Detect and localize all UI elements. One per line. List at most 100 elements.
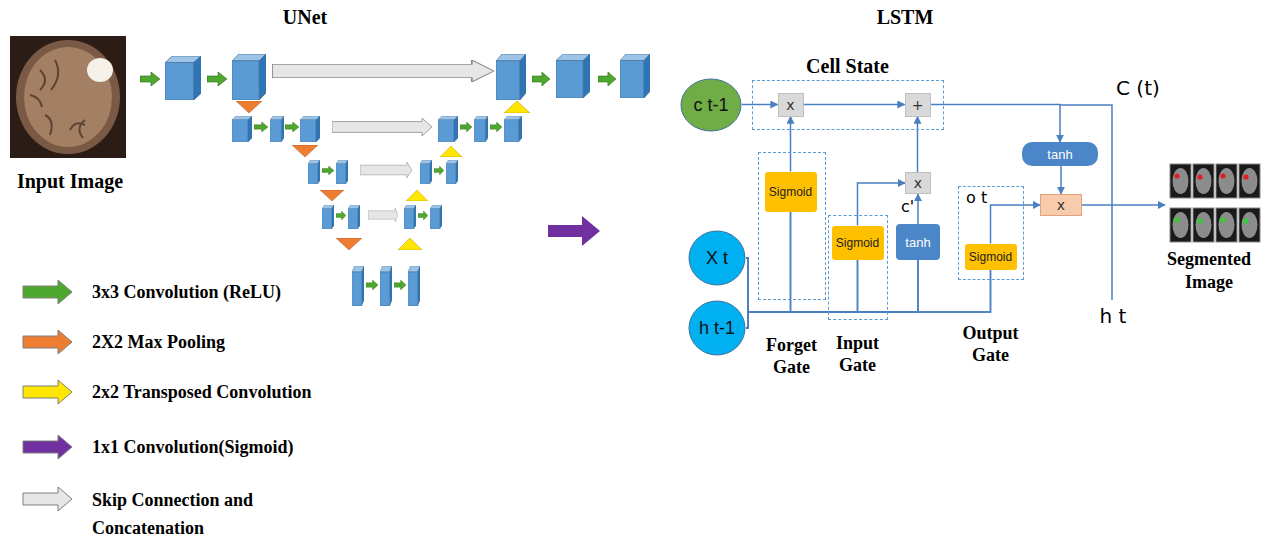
text-label: h t: [1098, 304, 1128, 328]
node-label: x: [786, 97, 794, 113]
legend-swatch: [22, 329, 74, 355]
feature-map: [420, 160, 432, 184]
node-label: tanh: [905, 235, 930, 250]
pool-arrow: [336, 238, 362, 250]
node-label: x: [1057, 197, 1065, 213]
node-label: Sigmoid: [836, 236, 879, 250]
gate-group: Output GateSigmoid: [958, 186, 1024, 280]
connector: [917, 117, 919, 173]
text-label: LSTM: [865, 6, 945, 29]
transition-arrow: [548, 216, 600, 246]
feature-map: [308, 160, 320, 184]
sigmoid-box: Sigmoid: [965, 244, 1017, 270]
text-label: C (t): [1116, 76, 1160, 100]
slice: [1170, 208, 1191, 242]
tumor-mark: [1220, 173, 1225, 178]
legend-arrow: [23, 487, 72, 511]
sigmoid-box: Sigmoid: [832, 226, 884, 260]
slice: [1170, 164, 1191, 198]
upconv-arrow: [398, 238, 422, 250]
segmented-images: [1170, 164, 1260, 242]
feature-map: [474, 116, 488, 142]
legend-text: 2x2 Transposed Convolution: [92, 380, 311, 404]
image-ground: [10, 36, 126, 158]
node-label: +: [912, 97, 924, 113]
conv-arrow: [207, 72, 227, 86]
text-label: Input Image: [8, 170, 132, 193]
tumor: [87, 58, 113, 82]
feature-map: [232, 54, 266, 100]
mri-image: [10, 36, 126, 158]
hidden-wire: [1082, 204, 1112, 206]
connector: [746, 260, 858, 329]
legend-arrow: [23, 435, 72, 459]
slice: [1216, 164, 1237, 198]
conv-arrow: [322, 166, 334, 175]
conv-arrow: [285, 122, 299, 132]
feature-map: [446, 160, 458, 184]
conv-arrow: [490, 122, 502, 132]
connector: [858, 183, 906, 226]
tanh-box: tanh: [1022, 142, 1098, 166]
conv-arrow: [460, 122, 472, 132]
connector: [746, 212, 791, 329]
feature-map: [352, 266, 364, 306]
legend-arrow: [23, 280, 72, 304]
legend-text: 3x3 Convolution (ReLU): [92, 280, 281, 304]
slice: [1216, 208, 1237, 242]
operator-box: x: [1040, 194, 1082, 216]
feature-map: [430, 205, 442, 229]
group-heading: Forget Gate: [759, 335, 825, 378]
connector: [746, 258, 991, 312]
legend-arrow: [23, 380, 72, 404]
upconv-arrow: [440, 146, 462, 157]
brain-slice: [1196, 212, 1212, 238]
connector: [790, 117, 792, 172]
gate-group: Forget GateSigmoid: [758, 152, 826, 300]
conv-arrow: [598, 72, 616, 86]
feature-map: [504, 116, 522, 142]
skip-arrow: [360, 162, 412, 178]
legend-arrow: [23, 330, 72, 354]
output-wire: [1112, 204, 1165, 206]
gate-group: Cell Statex+: [752, 80, 944, 130]
tumor-mark: [1197, 218, 1202, 223]
brain-slice: [1242, 168, 1258, 194]
unet-network: [140, 54, 650, 306]
feature-map: [300, 116, 320, 142]
legend-swatch: [22, 279, 74, 305]
tumor-mark: [1174, 217, 1179, 222]
connector: [917, 194, 919, 224]
circle-fill: [689, 301, 745, 355]
brain-slice: [1173, 212, 1189, 238]
connector: [742, 104, 778, 106]
conv-arrow: [532, 72, 550, 86]
circle-fill: [689, 231, 745, 285]
connector: [746, 260, 918, 328]
feature-map: [404, 205, 416, 229]
skip-arrow: [368, 208, 398, 222]
text-label: c': [901, 197, 914, 216]
tanh-box: tanh: [896, 224, 940, 260]
group-heading: Output Gate: [958, 323, 1024, 366]
feature-map: [336, 160, 348, 184]
feature-map: [232, 116, 252, 142]
node-label: c t-1: [693, 95, 728, 116]
brain-slice: [1196, 168, 1212, 194]
connector: [746, 212, 791, 313]
operator-box: x: [905, 172, 931, 194]
feature-map: [408, 266, 420, 306]
connector: [746, 258, 918, 312]
state-circle: h t-1: [688, 300, 746, 356]
connector: [991, 205, 1041, 244]
feature-map: [496, 54, 526, 100]
upconv-arrow: [406, 190, 428, 201]
feature-map: [556, 54, 590, 98]
tumor-mark: [1243, 174, 1248, 179]
legend-swatch: [22, 486, 74, 512]
legend-swatch: [22, 434, 74, 460]
text-label: Segmented Image: [1156, 248, 1262, 293]
